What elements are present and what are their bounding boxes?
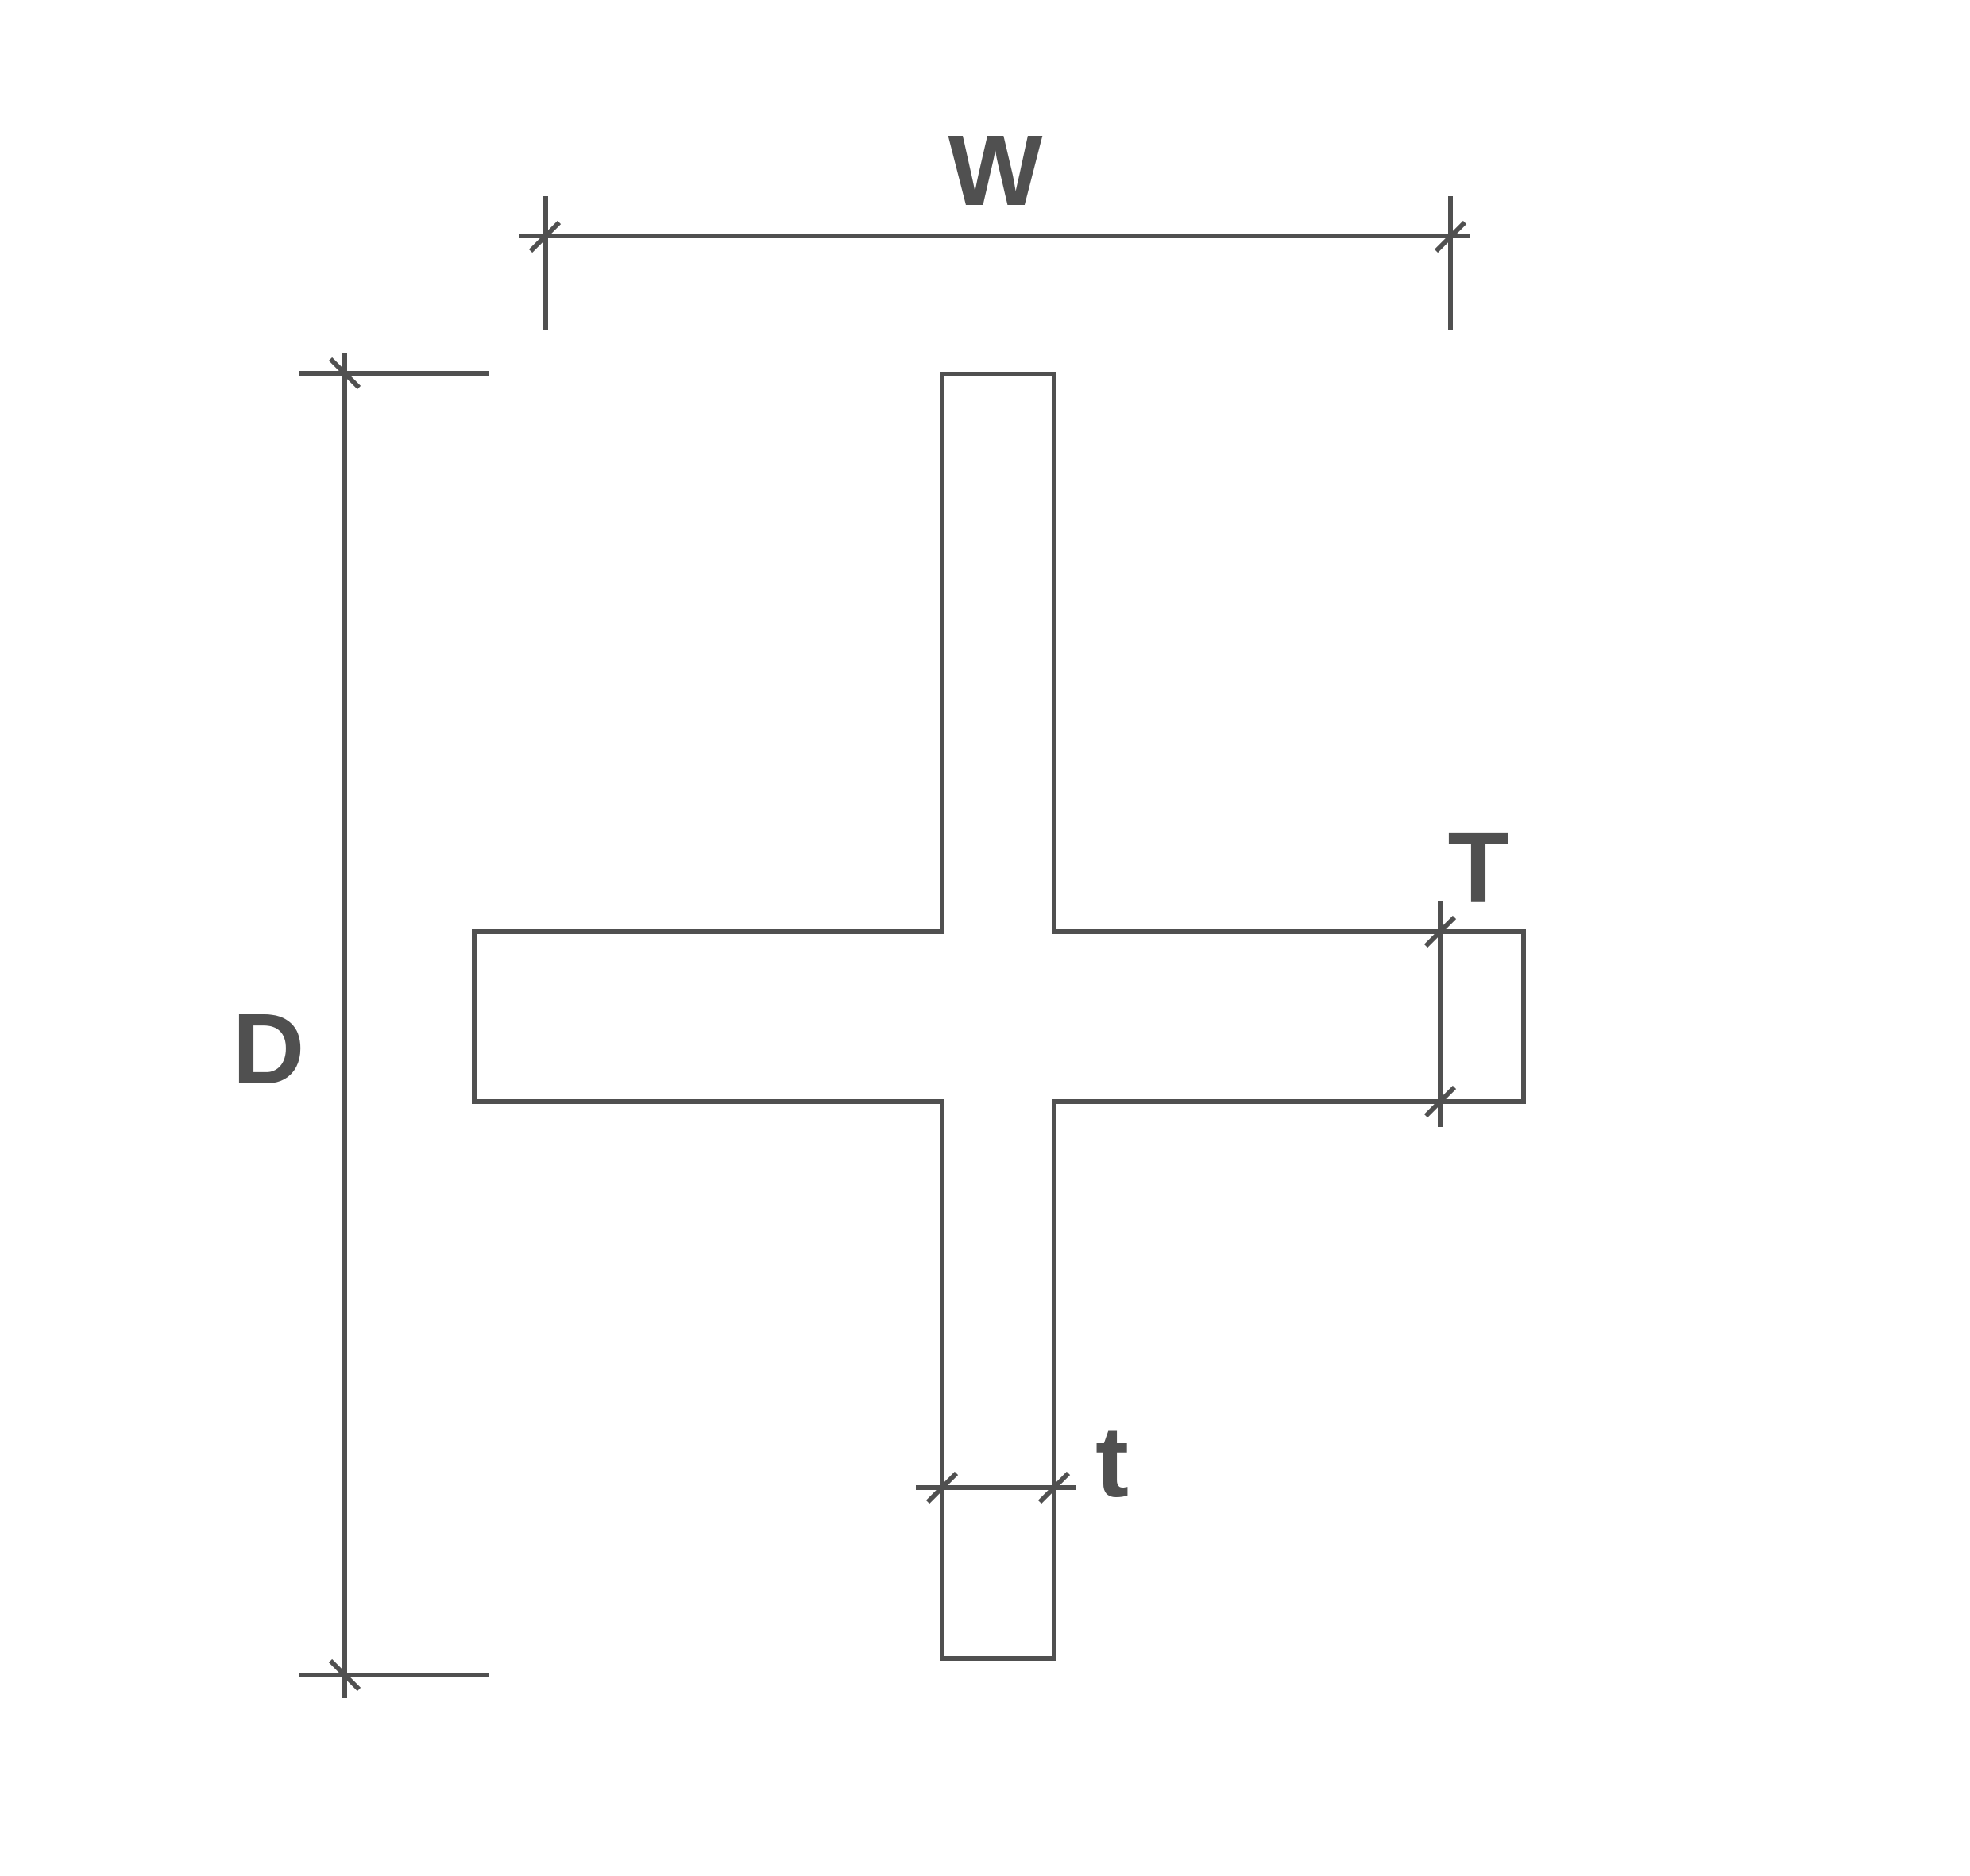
width-tick-left — [528, 220, 562, 253]
flange-thickness-tick-top — [1423, 915, 1457, 948]
depth-tick-bottom — [328, 1658, 361, 1692]
depth-label: D — [233, 993, 305, 1105]
flange-thickness-dimension: T — [1423, 812, 1509, 1127]
flange-thickness-label: T — [1448, 812, 1509, 924]
web-thickness-tick-left — [925, 1471, 959, 1504]
depth-dimension: D — [233, 353, 489, 1698]
width-dimension: W — [519, 114, 1470, 330]
flange-thickness-tick-bottom — [1423, 1085, 1457, 1118]
web-thickness-label: t — [1095, 1406, 1129, 1518]
web-thickness-tick-right — [1037, 1471, 1071, 1504]
width-tick-right — [1434, 220, 1467, 253]
web-thickness-dimension: t — [916, 1406, 1129, 1518]
cruciform-section-outline — [472, 372, 1526, 1661]
depth-tick-top — [328, 357, 361, 390]
width-label: W — [948, 114, 1043, 226]
